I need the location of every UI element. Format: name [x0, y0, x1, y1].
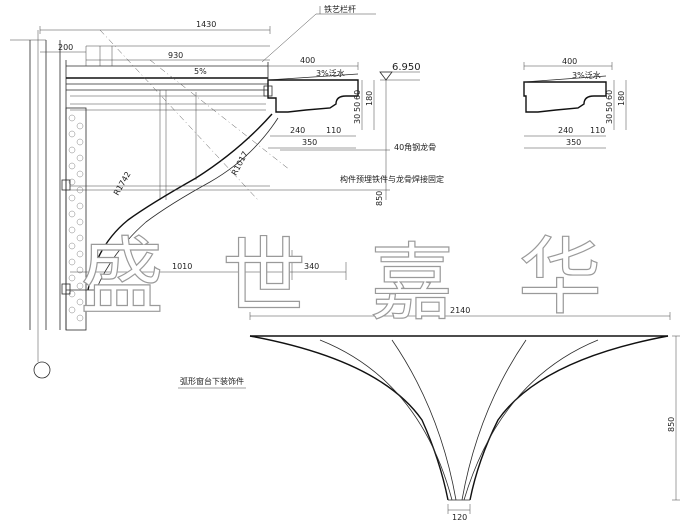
dim-180-b: 180 — [617, 91, 626, 106]
level-mark: 6.950 — [379, 62, 421, 81]
drip-label-2: 3%泛水 — [572, 70, 601, 80]
dim-50-a: 50 — [353, 102, 362, 112]
dim-60-a: 60 — [353, 90, 362, 100]
watermark-char-3: 嘉 — [370, 234, 458, 332]
cornice-profile-main — [263, 73, 359, 113]
slope-label: 5% — [194, 67, 207, 76]
decorative-part-elevation: 2140 120 850 弧形窗台下装饰件 — [178, 306, 680, 522]
dim-850-b: 850 — [667, 417, 676, 432]
dim-30-a: 30 — [353, 114, 362, 124]
top-dimensions: 1430 200 930 400 5% 3%泛水 — [39, 20, 359, 78]
lower-dims: 1010 340 — [70, 250, 347, 280]
dim-930: 930 — [168, 51, 183, 60]
cornice-detail-small: 400 3%泛水 30 50 60 180 240 110 350 — [523, 57, 627, 149]
dim-50-b: 50 — [605, 102, 614, 112]
cornice-dims-main: 30 50 60 180 850 240 110 350 — [268, 80, 387, 206]
dim-400-b: 400 — [562, 57, 577, 66]
dim-1010: 1010 — [172, 262, 192, 271]
dim-30-b: 30 — [605, 114, 614, 124]
dim-350-a: 350 — [302, 138, 317, 147]
part-title: 弧形窗台下装饰件 — [180, 376, 244, 386]
dim-180-a: 180 — [365, 91, 374, 106]
leader-labels: 铁艺栏杆 40角钢龙骨 构件预埋铁件与龙骨焊接固定 — [261, 4, 444, 184]
iron-railing-label: 铁艺栏杆 — [324, 4, 356, 14]
drip-label-1: 3%泛水 — [316, 68, 345, 78]
dim-2140: 2140 — [450, 306, 470, 315]
upper-slab — [66, 45, 270, 200]
dim-110-b: 110 — [590, 126, 605, 135]
dim-340: 340 — [304, 262, 319, 271]
radius-label-2: R1742 — [112, 170, 133, 197]
dim-120: 120 — [452, 513, 467, 522]
watermark-char-1: 盛 — [80, 228, 168, 326]
dim-1430: 1430 — [196, 20, 216, 29]
dim-240-a: 240 — [290, 126, 305, 135]
dim-850-a: 850 — [375, 191, 384, 206]
dim-350-b: 350 — [566, 138, 581, 147]
level-value: 6.950 — [392, 62, 421, 73]
wall-structure — [10, 30, 87, 379]
dim-60-b: 60 — [605, 90, 614, 100]
watermark-char-2: 世 — [222, 228, 310, 326]
curved-bracket-section: R1742 R1017 — [61, 29, 390, 295]
watermark-char-4: 华 — [518, 228, 606, 326]
watermark: 盛 世 嘉 华 — [79, 227, 606, 332]
dim-200: 200 — [58, 43, 73, 52]
angle-keel-label: 40角钢龙骨 — [394, 142, 436, 152]
dim-240-b: 240 — [558, 126, 573, 135]
axis-bubble — [33, 361, 51, 379]
dim-400-a: 400 — [300, 56, 315, 65]
embed-fix-label: 构件预埋铁件与龙骨焊接固定 — [340, 174, 444, 184]
dim-110-a: 110 — [326, 126, 341, 135]
radius-label-1: R1017 — [230, 150, 250, 177]
